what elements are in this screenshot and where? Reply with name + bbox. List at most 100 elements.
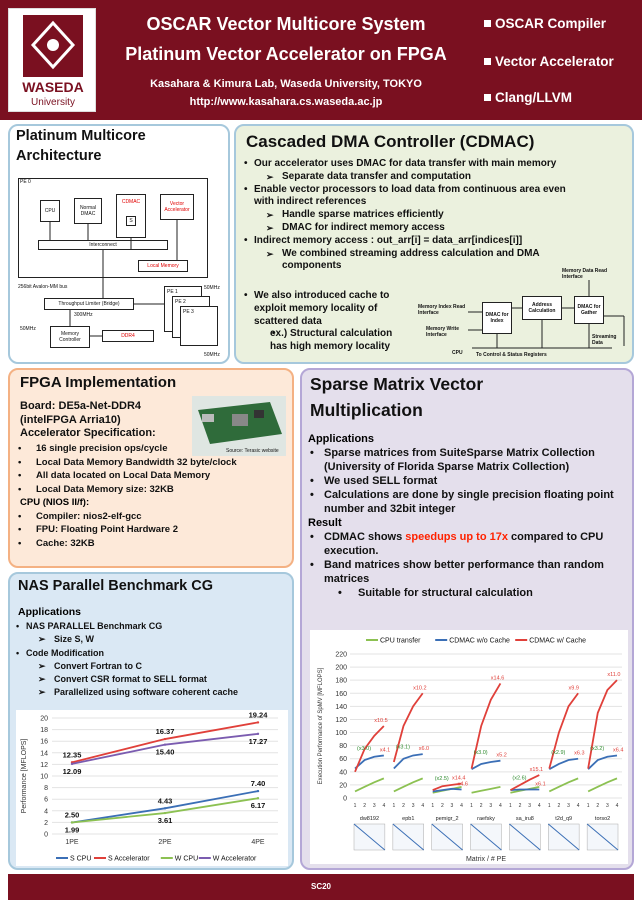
dmac-gather-box: DMAC for Gather [574,296,604,324]
spmv-pe-label: 1 [392,803,395,809]
spmv-ytick-label: 140 [335,704,347,711]
cdmac-diagram: Memory Data Read Interface Memory Index … [412,266,632,362]
spmv-result-item-1: CDMAC shows speedups up to 17x compared … [308,530,626,558]
cdmac-bullets: Our accelerator uses DMAC for data trans… [242,158,572,273]
nas-legend-label: W Accelerator [213,856,257,863]
cdmac-item: Enable vector processors to load data fr… [242,184,572,210]
streaming-label: Streaming Data [592,334,617,346]
spmv-matrix-diagonal [547,823,580,851]
nas-data-point [163,811,167,815]
spmv-legend-label: CDMAC w/ Cache [529,638,586,645]
spmv-annotation: x11.0 [607,672,620,678]
lab-url: http://www.kasahara.cs.waseda.ac.jp [189,96,383,108]
fpga-acc-item: 16 single precision ops/cycle [16,442,286,456]
cdmac-item: Indirect memory access : out_arr[i] = da… [242,235,572,248]
mem-write-label: Memory Write Interface [426,326,459,338]
spmv-ytick-label: 220 [335,652,347,659]
arch-title-1: Platinum Multicore [16,128,146,144]
spmv-series-line [548,757,579,770]
spmv-matrix-diagonal [392,823,425,851]
nas-data-point [163,807,167,810]
vector-acc-box: Vector Accelerator [160,194,194,220]
keyword-oscar: OSCAR Compiler [484,16,606,31]
spmv-series-line [510,788,540,792]
spmv-result-item-3: Suitable for structural calculation [308,586,626,600]
spmv-pe-label: 2 [596,803,599,809]
nas-ytick-label: 0 [44,832,48,839]
nas-data-label: 7.40 [251,779,266,788]
fpga-acc-item: Local Data Memory Bandwidth 32 byte/cloc… [16,456,286,470]
spmv-matrix-diagonal [509,823,541,851]
spmv-legend-label: CPU transfer [380,638,421,645]
throughput-box: Throughput Limiter (Bridge) [44,298,134,310]
cdmac-cache-item: ex.) Structural calculation has high mem… [242,328,402,354]
spmv-annotation: x9.9 [569,685,579,691]
spmv-pe-label: 1 [587,803,590,809]
spmv-matrix-label: raefsky [477,816,495,822]
fpga-acc-item: All data located on Local Data Memory [16,469,286,483]
lab-name: Kasahara & Kimura Lab, Waseda University… [150,78,422,90]
spmv-matrix-label: torso2 [595,816,610,822]
spmv-annotation: x15.1 [530,767,543,773]
cdmac-connectors [468,280,625,349]
nas-data-point [256,732,260,736]
nas-item: NAS PARALLEL Benchmark CG [14,620,290,634]
spmv-matrix-label: epb1 [402,816,414,822]
spmv-annotation: (x2.6) [512,775,526,781]
nas-ytick-label: 18 [40,727,48,734]
spmv-ytick-label: 200 [335,665,347,672]
waseda-crest-icon [23,15,83,77]
spmv-annotation: (x2.9) [551,750,565,756]
speedup-highlight: speedups up to 17x [405,531,508,543]
nas-data-label: 16.37 [156,727,175,736]
spmv-apps: Applications [308,433,375,445]
spmv-matrix-label: sa_iru8 [516,816,534,822]
spmv-ytick-label: 20 [339,782,347,789]
nas-ylabel: Performance [MFLOPS] [21,739,28,814]
nas-item: Parallelized using software coherent cac… [14,686,290,700]
nas-data-label: 17.27 [249,737,268,746]
cdmac-title: Cascaded DMA Controller (CDMAC) [246,132,535,151]
pe0-frame [18,178,208,278]
nas-data-label: 19.24 [249,710,269,719]
poster-title-line2: Platinum Vector Accelerator on FPGA [125,44,447,64]
nas-data-label: 15.40 [156,748,175,757]
spmv-ytick-label: 100 [335,730,347,737]
spmv-panel: Sparse Matrix Vector Multiplication Appl… [300,368,634,870]
fpga-board-image-icon [198,402,282,444]
spmv-matrix-diagonal [586,823,619,851]
mem-index-label: Memory Index Read Interface [418,304,466,316]
spmv-pe-label: 1 [354,803,357,809]
spmv-series-line [470,682,502,769]
spmv-title-2: Multiplication [310,400,423,420]
spmv-app-item: Calculations are done by single precisio… [308,488,626,516]
nas-data-label: 6.17 [251,801,266,810]
spmv-series-line [354,777,385,793]
spmv-series-line [432,782,462,791]
s-box: S [126,216,136,226]
spmv-pe-label: 2 [441,803,444,809]
nas-data-label: 4.43 [158,796,173,805]
fpga-board: Board: DE5a-Net-DDR4 (intelFPGA Arria10)… [20,400,156,441]
nas-ytick-label: 10 [40,774,48,781]
spmv-series-line [471,785,501,794]
spmv-pe-label: 1 [431,803,434,809]
spmv-pe-label: 4 [616,803,619,809]
spmv-matrix-label: pemigr_2 [436,816,459,822]
nas-ytick-label: 4 [44,808,48,815]
nas-ytick-label: 6 [44,797,48,804]
arch-diagram: PE 0 CPU Normal DMAC CDMAC S Vector Acce… [14,174,224,360]
spmv-matrix-diagonal [470,823,502,851]
pe3-box: PE 3 [180,306,218,346]
nas-data-point [163,737,167,741]
nas-ytick-label: 20 [40,716,48,723]
nas-legend-label: S CPU [70,856,91,863]
nas-ytick-label: 16 [40,739,48,746]
spmv-series-line [393,753,423,770]
nas-apps: Applications [18,606,82,618]
spmv-annotation: x4.1 [380,747,390,753]
spmv-annotation: x6.1 [535,781,545,787]
spmv-series-line [432,787,462,793]
fpga-acc-item: Local Data Memory size: 32KB [16,483,286,497]
